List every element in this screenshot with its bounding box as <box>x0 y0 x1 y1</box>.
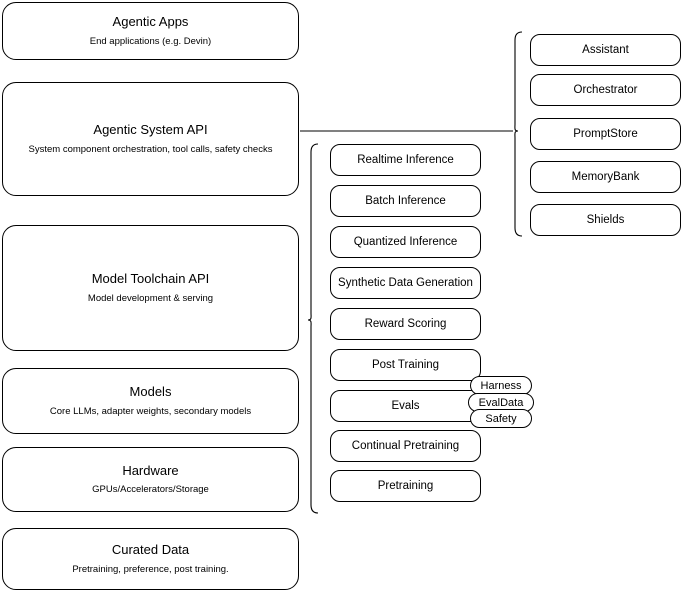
eval-chip-label: EvalData <box>478 396 524 409</box>
capability-pretraining[interactable]: Pretraining <box>330 470 481 502</box>
component-label: Shields <box>586 213 625 226</box>
layer-agentic-system-api[interactable]: Agentic System API System component orch… <box>2 82 299 196</box>
eval-chip-label: Safety <box>485 412 517 425</box>
layer-curated-data[interactable]: Curated Data Pretraining, preference, po… <box>2 528 299 590</box>
component-shields[interactable]: Shields <box>530 204 681 236</box>
capability-reward-scoring[interactable]: Reward Scoring <box>330 308 481 340</box>
component-label: Assistant <box>582 43 629 56</box>
capability-label: Post Training <box>371 358 440 371</box>
layer-hardware[interactable]: Hardware GPUs/Accelerators/Storage <box>2 447 299 512</box>
layer-subtitle: Model development & serving <box>87 292 214 304</box>
layer-subtitle: Pretraining, preference, post training. <box>72 563 229 575</box>
layer-subtitle: System component orchestration, tool cal… <box>28 143 273 155</box>
layer-title: Hardware <box>122 462 179 478</box>
component-orchestrator[interactable]: Orchestrator <box>530 74 681 106</box>
capability-label: Evals <box>391 399 420 412</box>
component-label: PromptStore <box>573 127 638 140</box>
eval-chip-label: Harness <box>480 379 522 392</box>
layer-subtitle: End applications (e.g. Devin) <box>89 35 212 47</box>
component-label: Orchestrator <box>573 83 638 96</box>
capability-label: Continual Pretraining <box>351 439 460 452</box>
capability-synthetic-data-generation[interactable]: Synthetic Data Generation <box>330 267 481 299</box>
layer-title: Models <box>129 384 172 400</box>
capability-post-training[interactable]: Post Training <box>330 349 481 381</box>
component-promptstore[interactable]: PromptStore <box>530 118 681 150</box>
layer-title: Model Toolchain API <box>91 271 210 287</box>
eval-chip-harness[interactable]: Harness <box>470 376 532 395</box>
layer-title: Curated Data <box>111 542 190 558</box>
component-label: MemoryBank <box>571 170 640 183</box>
layer-agentic-apps[interactable]: Agentic Apps End applications (e.g. Devi… <box>2 2 299 60</box>
capability-label: Batch Inference <box>365 194 446 207</box>
capability-label: Pretraining <box>377 479 434 492</box>
layer-model-toolchain-api[interactable]: Model Toolchain API Model development & … <box>2 225 299 351</box>
brace-components <box>514 31 523 237</box>
capability-label: Quantized Inference <box>353 235 458 248</box>
layer-models[interactable]: Models Core LLMs, adapter weights, secon… <box>2 368 299 434</box>
capability-quantized-inference[interactable]: Quantized Inference <box>330 226 481 258</box>
component-assistant[interactable]: Assistant <box>530 34 681 66</box>
capability-batch-inference[interactable]: Batch Inference <box>330 185 481 217</box>
capability-label: Realtime Inference <box>357 153 454 166</box>
capability-evals[interactable]: Evals <box>330 390 481 422</box>
capability-realtime-inference[interactable]: Realtime Inference <box>330 144 481 176</box>
layer-title: Agentic System API <box>93 122 208 138</box>
eval-chip-evaldata[interactable]: EvalData <box>468 393 534 412</box>
eval-chip-safety[interactable]: Safety <box>470 409 532 428</box>
component-memorybank[interactable]: MemoryBank <box>530 161 681 193</box>
layer-title: Agentic Apps <box>112 14 189 30</box>
layer-subtitle: GPUs/Accelerators/Storage <box>92 484 209 496</box>
brace-capabilities <box>307 143 319 514</box>
capability-label: Synthetic Data Generation <box>338 276 473 289</box>
capability-continual-pretraining[interactable]: Continual Pretraining <box>330 430 481 462</box>
layer-subtitle: Core LLMs, adapter weights, secondary mo… <box>49 405 252 417</box>
capability-label: Reward Scoring <box>364 317 447 330</box>
